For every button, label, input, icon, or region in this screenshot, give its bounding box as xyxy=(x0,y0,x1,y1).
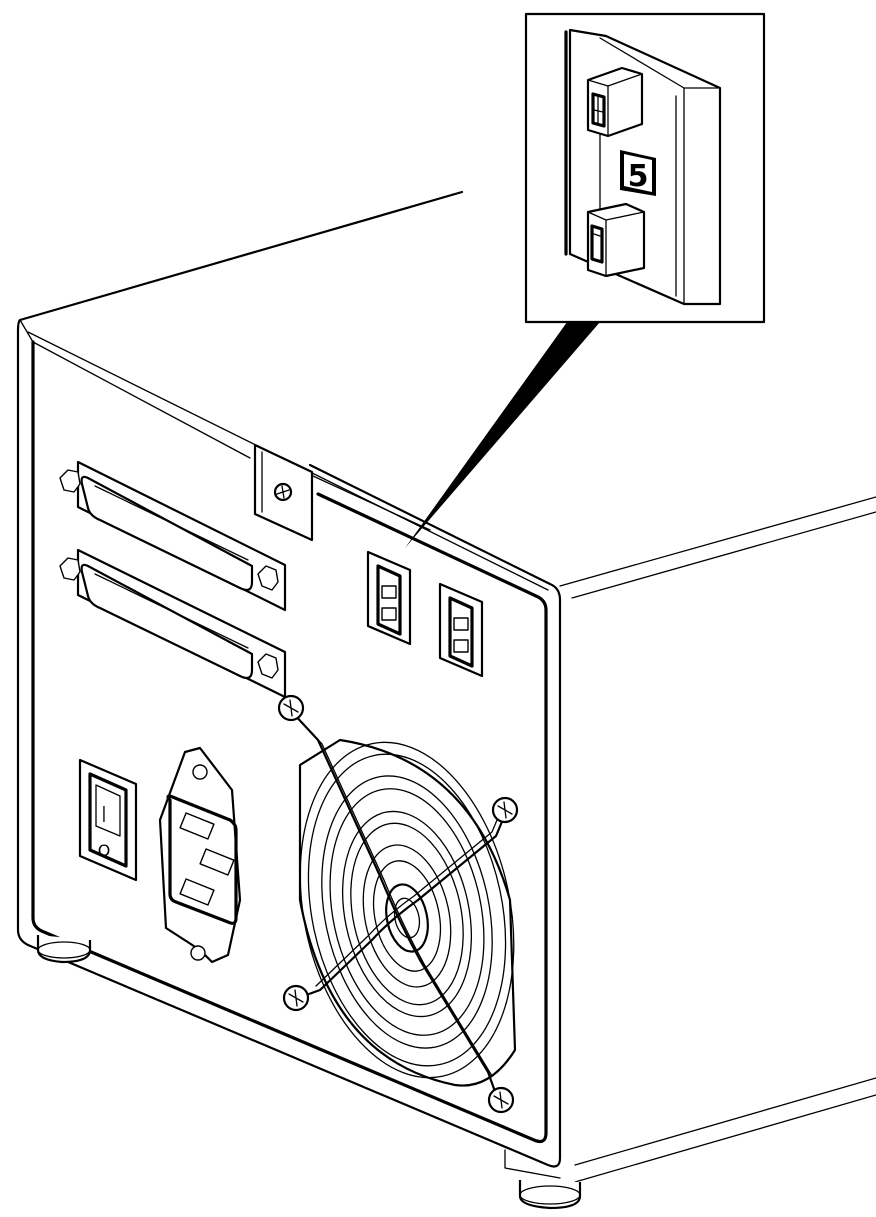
cooling-fan xyxy=(290,710,517,1102)
inlet-bottom-screw-icon xyxy=(190,945,206,961)
id-increment-button[interactable] xyxy=(586,66,644,138)
scsi-connector-top xyxy=(59,460,287,612)
rear-foot xyxy=(504,1149,582,1210)
id-decrement-button[interactable] xyxy=(586,202,646,278)
power-switch[interactable]: | O xyxy=(78,758,138,882)
callout-pointer xyxy=(405,318,600,548)
inlet-top-screw-icon xyxy=(192,764,208,780)
rear-panel xyxy=(16,318,562,1168)
scsi-connector-bottom xyxy=(59,548,287,699)
fan-screw-bottom-right xyxy=(487,1086,515,1114)
scsi-id-display: 5 xyxy=(620,150,656,196)
front-foot xyxy=(36,935,92,964)
scsi-id-digit: 5 xyxy=(628,159,649,194)
power-off-symbol: O xyxy=(98,841,111,860)
enclosure-body xyxy=(18,190,876,1183)
fan-screw-bottom-left xyxy=(282,984,310,1012)
fan-screw-top-left xyxy=(277,694,305,722)
power-on-symbol: | xyxy=(101,803,106,822)
ac-power-inlet xyxy=(158,746,242,964)
fan-screw-top-right xyxy=(491,796,519,824)
scsi-id-selector-left[interactable] xyxy=(366,550,412,646)
ground-screw-plate xyxy=(253,443,314,542)
scsi-id-selector-right[interactable] xyxy=(438,582,484,678)
